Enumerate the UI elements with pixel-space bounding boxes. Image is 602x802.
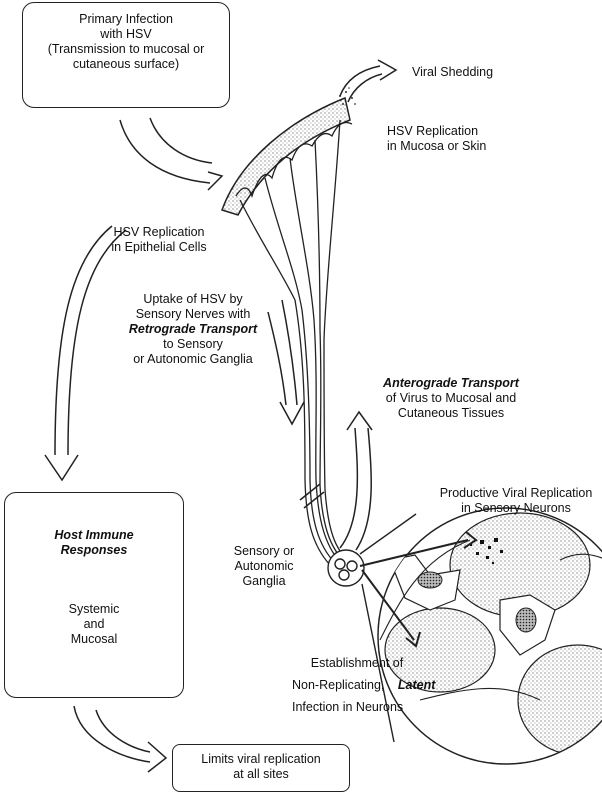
anterograde-line1: Anterograde Transport [383,376,519,390]
primary-infection-box [22,2,230,108]
primary-infection-line1: Primary Infection [79,12,173,26]
productive-line2: in Sensory Neurons [461,501,571,515]
limits-box [172,744,350,792]
arrow-primary-to-mucosa [119,117,224,191]
primary-infection-text: Primary Infection with HSV (Transmission… [22,12,230,72]
latent-line2: Non-Replicating, [292,678,385,692]
viral-shedding-arrow [339,59,398,103]
limits-line1: Limits viral replication [201,752,321,766]
latent-infection-label: Establishment of Non-Replicating, Latent… [292,656,435,715]
anterograde-label: Anterograde Transport of Virus to Mucosa… [368,376,534,421]
host-immune-line1: Systemic [68,602,120,616]
ganglia-line1: Sensory or [233,544,295,558]
hsv-epithelial-line2: in Epithelial Cells [111,240,207,254]
viral-shedding-label: Viral Shedding [412,65,494,79]
hsv-replication-epithelial-label: HSV Replication in Epithelial Cells [104,225,214,255]
anterograde-arrow [339,410,373,551]
host-immune-line2: and [83,617,105,631]
ganglia-label: Sensory or Autonomic Ganglia [226,544,302,589]
anterograde-line2: of Virus to Mucosal and [385,391,517,405]
host-immune-title: Host Immune Responses [4,528,184,558]
uptake-line5: or Autonomic Ganglia [133,352,253,366]
hsv-epithelial-line1: HSV Replication [113,225,205,239]
label-pointers [359,531,478,648]
hsv-mucosa-line1: HSV Replication [387,124,479,138]
primary-infection-line4: cutaneous surface) [72,57,180,71]
anterograde-line3: Cutaneous Tissues [397,406,505,420]
productive-line1: Productive Viral Replication [439,486,593,500]
host-immune-box [4,492,184,698]
primary-infection-line3: (Transmission to mucosal or [47,42,205,56]
ganglia-line3: Ganglia [242,574,286,588]
ganglion [327,513,417,743]
limits-line2: at all sites [233,767,289,781]
magnified-neurons [377,507,602,765]
hsv-mucosa-line2: in Mucosa or Skin [387,139,487,153]
uptake-line2: Sensory Nerves with [135,307,251,321]
productive-replication-label: Productive Viral Replication in Sensory … [426,486,602,516]
host-immune-line3: Mucosal [70,632,118,646]
uptake-line4: to Sensory [163,337,223,351]
retrograde-arrows [267,299,305,426]
uptake-label: Uptake of HSV by Sensory Nerves with Ret… [118,292,268,367]
primary-infection-line2: with HSV [100,27,152,41]
nerve-break-marks [299,483,325,509]
uptake-line3: Retrograde Transport [128,322,258,336]
uptake-line1: Uptake of HSV by [143,292,243,306]
latent-emph: Latent [397,678,436,692]
host-immune-title-line2: Responses [60,543,128,557]
sensory-nerves [239,119,351,566]
arrow-immune-to-limits [73,705,168,773]
hsv-replication-mucosa-label: HSV Replication in Mucosa or Skin [387,124,486,154]
latent-line3: Infection in Neurons [292,700,404,714]
ganglia-line2: Autonomic [234,559,294,573]
host-immune-body: Systemic and Mucosal [4,602,184,647]
mucosa-skin-surface [221,87,356,216]
limits-text: Limits viral replication at all sites [172,752,350,782]
arrow-epithelial-to-immune [44,225,127,482]
latent-line1: Establishment of [310,656,404,670]
host-immune-title-line1: Host Immune [54,528,134,542]
